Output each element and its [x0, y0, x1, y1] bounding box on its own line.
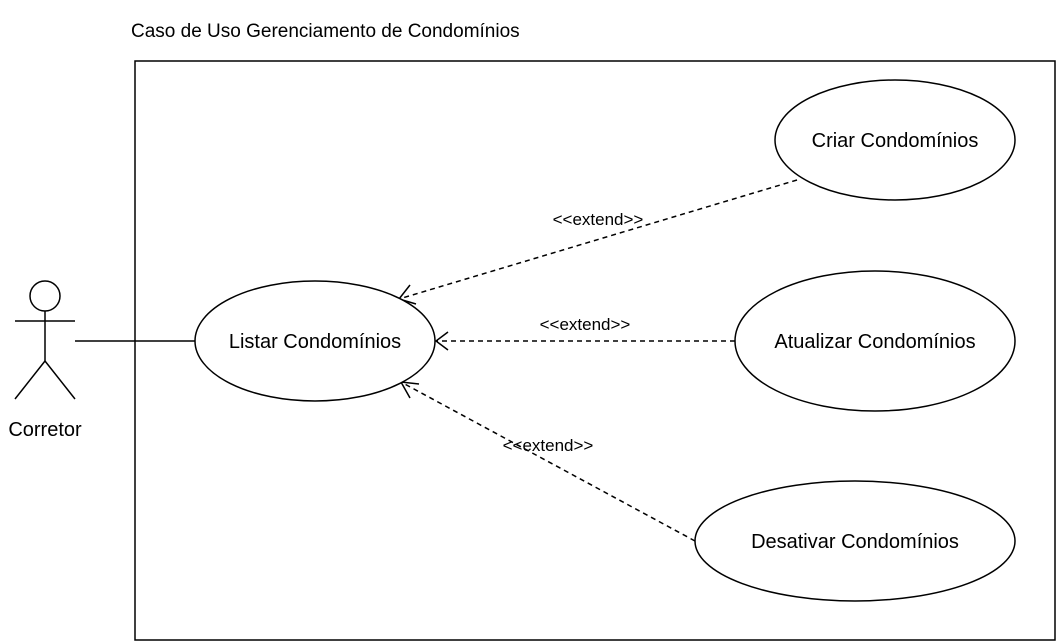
use-case-criar-ellipse — [774, 79, 1016, 201]
extend-atualizar-arrowhead — [434, 331, 449, 351]
extend-criar-line — [398, 179, 798, 300]
diagram-title: Caso de Uso Gerenciamento de Condomínios — [131, 21, 520, 42]
extend-atualizar-label: <<extend>> — [540, 315, 631, 334]
use-case-criar-label: Criar Condomínios — [812, 130, 979, 152]
actor-head — [29, 280, 61, 312]
extend-desativar-label: <<extend>> — [503, 436, 594, 455]
use-case-desativar-ellipse — [694, 480, 1016, 602]
use-case-criar: Criar Condomínios — [774, 79, 1016, 201]
actor-label: Corretor — [8, 419, 82, 441]
use-case-atualizar-label: Atualizar Condomínios — [774, 331, 975, 353]
extend-desativar-line — [400, 381, 696, 542]
actor-corretor: Corretor — [8, 280, 82, 441]
system-boundary — [134, 60, 1056, 641]
use-case-desativar: Desativar Condomínios — [694, 480, 1016, 602]
actor-left-leg — [14, 360, 46, 400]
use-case-desativar-label: Desativar Condomínios — [751, 531, 959, 553]
actor-right-leg — [44, 360, 76, 400]
use-case-atualizar-ellipse — [734, 270, 1016, 412]
extend-criar-label: <<extend>> — [553, 210, 644, 229]
use-case-listar: Listar Condomínios — [194, 280, 436, 402]
use-case-listar-label: Listar Condomínios — [229, 331, 401, 353]
use-case-atualizar: Atualizar Condomínios — [734, 270, 1016, 412]
use-case-listar-ellipse — [194, 280, 436, 402]
